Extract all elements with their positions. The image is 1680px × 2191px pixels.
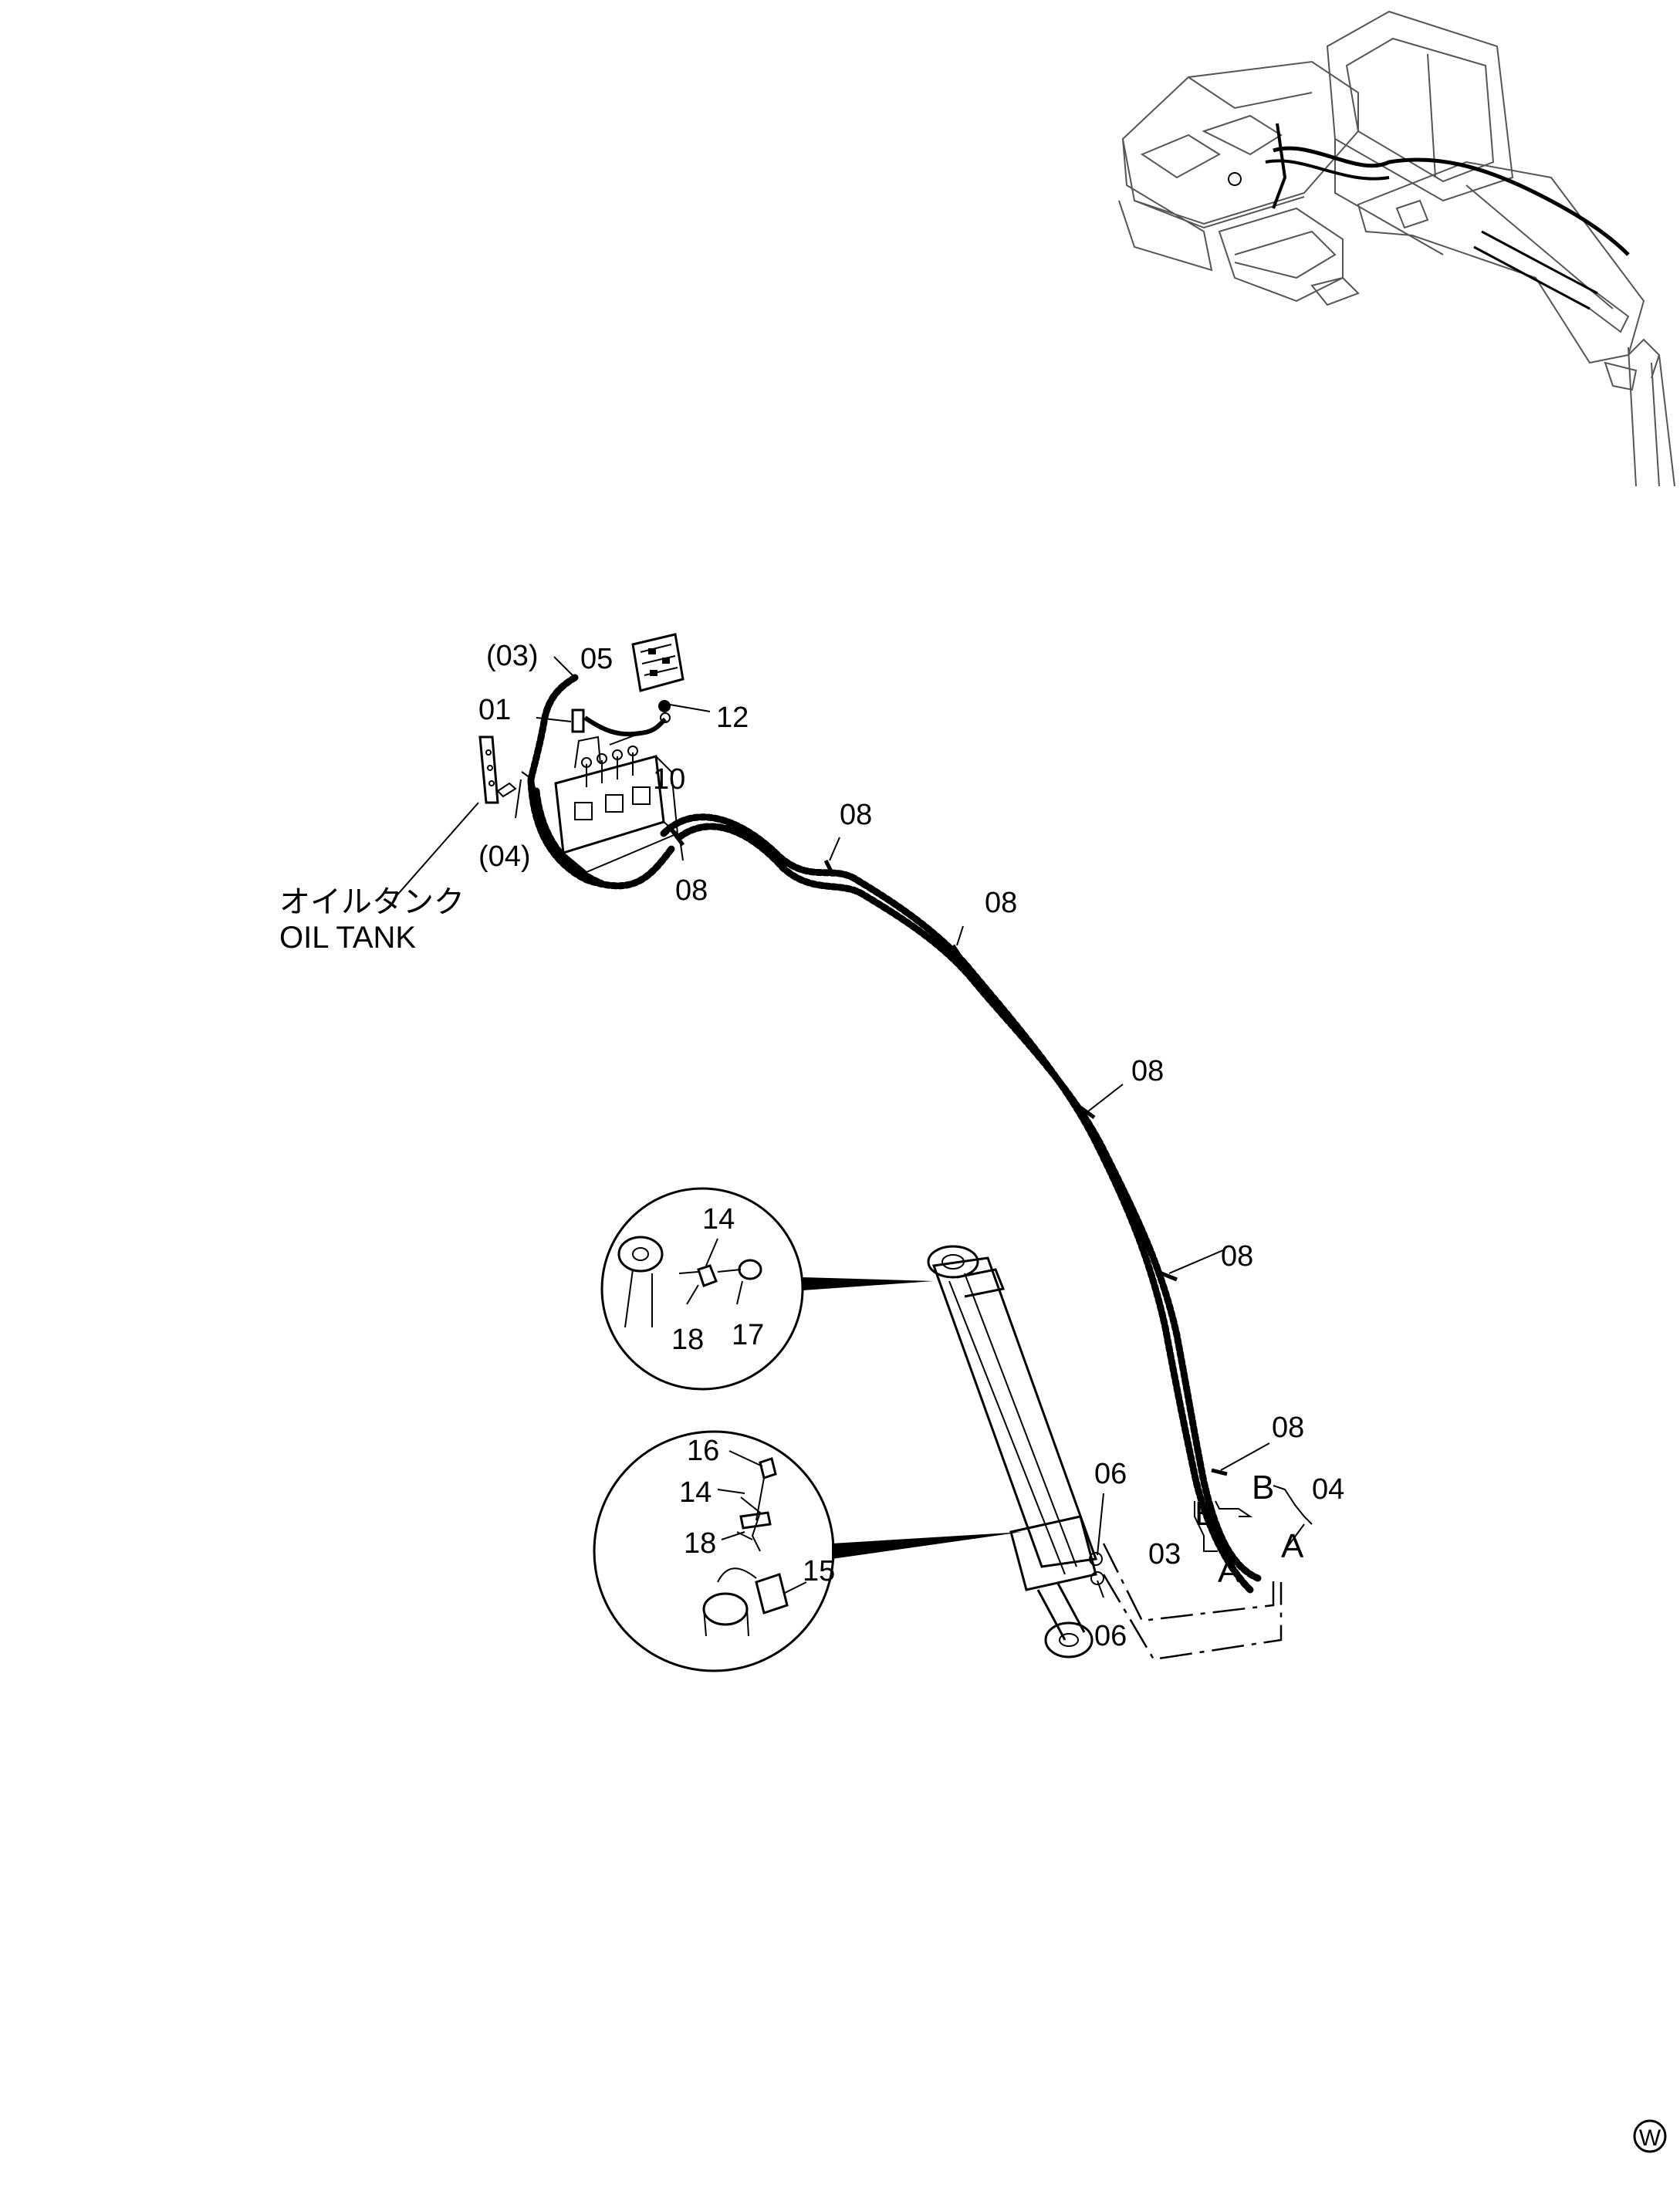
pipe-10 (583, 712, 671, 737)
label-04-paren: (04) (478, 840, 531, 873)
label-08-b: 08 (840, 799, 872, 831)
label-17: 17 (732, 1319, 764, 1351)
label-12: 12 (716, 702, 749, 734)
detail-circle-upper (600, 1187, 934, 1391)
label-15: 15 (803, 1555, 835, 1587)
label-08-a: 08 (675, 874, 708, 907)
label-18-upper: 18 (671, 1324, 704, 1356)
port-a-right: A (1281, 1527, 1304, 1565)
oil-tank-label-english: OIL TANK (279, 921, 416, 955)
label-06-upper: 06 (1094, 1458, 1127, 1490)
corner-mark: W (1633, 2119, 1667, 2153)
label-08-c: 08 (985, 887, 1017, 919)
label-08-e: 08 (1221, 1240, 1253, 1273)
routing-path-a-b (1102, 1543, 1283, 1661)
label-06-lower: 06 (1094, 1620, 1127, 1652)
label-16: 16 (687, 1435, 719, 1467)
label-10: 10 (653, 763, 685, 796)
label-04: 04 (1312, 1473, 1344, 1506)
oil-tank-bracket (478, 735, 517, 804)
label-18-lower: 18 (684, 1527, 716, 1560)
label-01: 01 (478, 694, 511, 726)
port-a-left: A (1218, 1552, 1241, 1590)
port-b-left: B (1195, 1495, 1217, 1533)
label-05: 05 (580, 643, 613, 675)
pilot-valve-block (631, 633, 685, 692)
boom-cylinder (927, 1245, 1104, 1658)
corner-mark-letter: W (1639, 2125, 1661, 2151)
fitting-05 (571, 708, 585, 733)
detail-circle-lower (593, 1430, 1023, 1672)
label-08-f: 08 (1272, 1412, 1304, 1444)
hose-04-lower (521, 771, 606, 888)
label-14-upper: 14 (702, 1203, 735, 1236)
control-valve-assembly (554, 735, 679, 874)
label-08-d: 08 (1131, 1055, 1164, 1087)
fitting-12 (658, 700, 671, 712)
oil-tank-label-japanese: オイルタンク (279, 884, 465, 920)
label-14-lower: 14 (679, 1476, 712, 1509)
label-03: 03 (1148, 1538, 1181, 1571)
port-b-right: B (1252, 1469, 1274, 1506)
excavator-overview-illustration (1118, 10, 1675, 487)
label-03-paren: (03) (486, 640, 539, 672)
leader-lines (393, 656, 1313, 1598)
